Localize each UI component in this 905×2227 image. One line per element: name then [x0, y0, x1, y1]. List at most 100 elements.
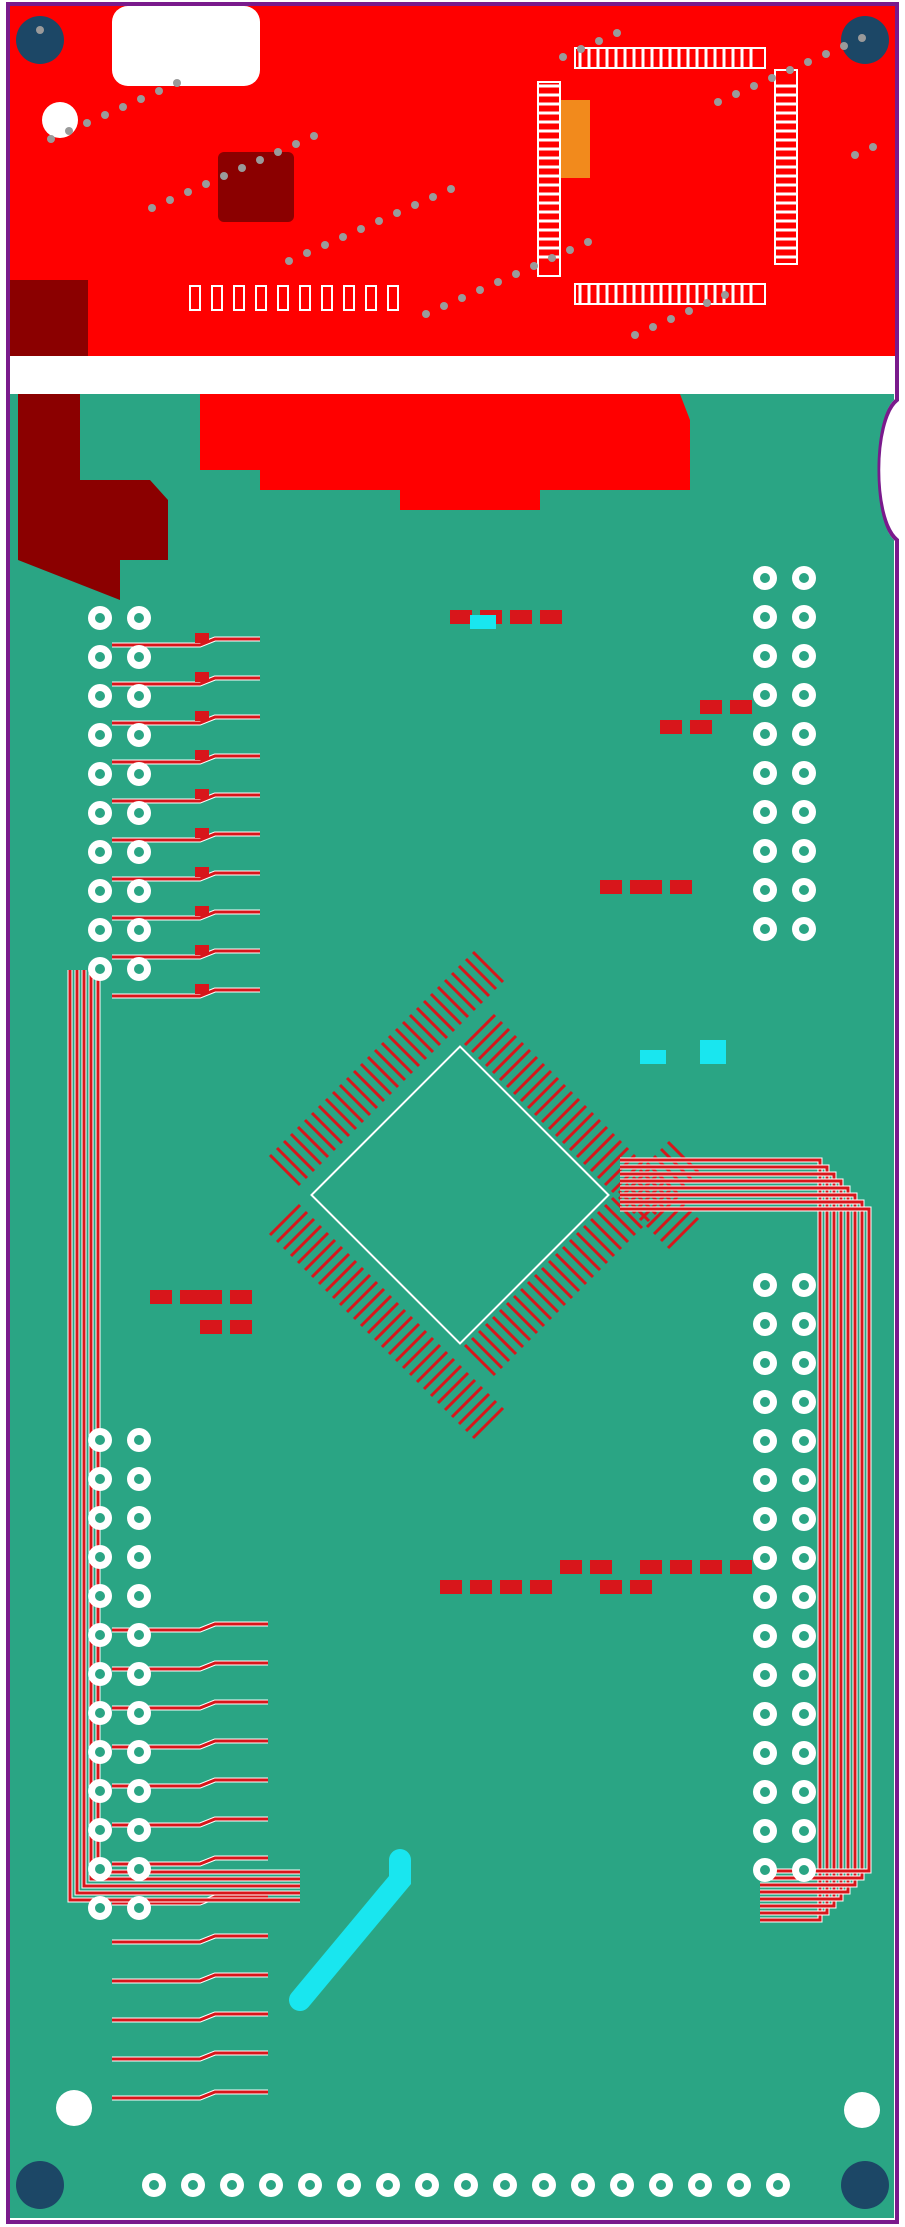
pad-drill — [760, 729, 770, 739]
chip-pin — [303, 1238, 337, 1272]
pad-drill — [95, 886, 105, 896]
pad-drill — [95, 652, 105, 662]
via — [303, 249, 311, 257]
pad-drill — [134, 1513, 144, 1523]
chip-pin — [463, 1013, 497, 1047]
pad-drill — [95, 1513, 105, 1523]
chip-pin — [457, 964, 491, 998]
trace — [620, 1172, 836, 1908]
via — [703, 299, 711, 307]
chip-pin — [422, 1357, 456, 1391]
pad-drill — [760, 651, 770, 661]
trace — [112, 1817, 268, 1827]
pad-drill — [134, 1825, 144, 1835]
pad-drill — [799, 1826, 809, 1836]
chip-pin — [659, 1209, 693, 1243]
pad-drill — [760, 1514, 770, 1524]
chip-pin — [394, 1329, 428, 1363]
chip-pin — [268, 1203, 302, 1237]
pad-drill — [134, 847, 144, 857]
chip-pin — [408, 1343, 442, 1377]
chip-pin — [296, 1125, 330, 1159]
chip-pin — [484, 1034, 518, 1068]
via — [393, 209, 401, 217]
via — [494, 278, 502, 286]
trace — [68, 970, 300, 1902]
smd-pad — [440, 1580, 462, 1594]
pad-drill — [95, 1591, 105, 1601]
chip-pin — [373, 1308, 407, 1342]
pad-drill — [227, 2180, 237, 2190]
smd-pad — [470, 1580, 492, 1594]
via — [137, 95, 145, 103]
chip-pin — [477, 1027, 511, 1061]
pad-drill — [134, 1747, 144, 1757]
pad-drill — [760, 690, 770, 700]
smd-pad — [195, 906, 209, 916]
pad-drill — [134, 1786, 144, 1796]
pad-drill — [799, 1436, 809, 1446]
via — [458, 294, 466, 302]
via — [447, 185, 455, 193]
via — [357, 225, 365, 233]
chip-pin — [401, 1336, 435, 1370]
via — [155, 87, 163, 95]
pad-drill — [95, 1435, 105, 1445]
smd-pad — [195, 828, 209, 838]
top-traces — [189, 48, 797, 311]
via — [440, 302, 448, 310]
pad-drill — [134, 1591, 144, 1601]
cyan-pad — [470, 615, 496, 629]
chip-pin — [289, 1224, 323, 1258]
chip-pin — [387, 1034, 421, 1068]
chip-pin — [310, 1245, 344, 1279]
smd-pad — [150, 1290, 172, 1304]
cyan-pad — [700, 1040, 726, 1054]
pad-drill — [188, 2180, 198, 2190]
pad-drill — [95, 1864, 105, 1874]
chip-pin — [547, 1259, 581, 1293]
pad-drill — [656, 2180, 666, 2190]
usb-connector-cutout — [112, 6, 260, 86]
chip-pin — [498, 1308, 532, 1342]
pad-drill — [760, 1865, 770, 1875]
chip-pin — [380, 1315, 414, 1349]
chip-pin — [477, 1329, 511, 1363]
chip-pin — [470, 1020, 504, 1054]
via — [869, 143, 877, 151]
pad-drill — [95, 1669, 105, 1679]
pad-drill — [95, 925, 105, 935]
via — [714, 98, 722, 106]
chip-pin — [296, 1231, 330, 1265]
pad-drill — [799, 885, 809, 895]
chip-pin — [610, 1196, 644, 1230]
pad-drill — [95, 1786, 105, 1796]
pad-drill — [760, 924, 770, 934]
smd-pad-outline — [387, 285, 399, 311]
chip-pin — [561, 1245, 595, 1279]
chip-pin — [345, 1280, 379, 1314]
trace — [112, 1622, 268, 1632]
chip-pin — [268, 1153, 302, 1187]
pad-drill — [149, 2180, 159, 2190]
chip-pin — [450, 971, 484, 1005]
pad-drill — [760, 768, 770, 778]
chip-pin — [554, 1104, 588, 1138]
smd-pad — [690, 720, 712, 734]
trace — [112, 1934, 268, 1944]
chip-pin — [603, 1203, 637, 1237]
via — [822, 50, 830, 58]
trace — [82, 970, 300, 1888]
mcu-qfp-footprint — [310, 1045, 610, 1345]
chip-pin — [394, 1027, 428, 1061]
trace — [112, 2012, 268, 2022]
pad-drill — [799, 768, 809, 778]
via — [512, 270, 520, 278]
smd-pad-outline — [277, 285, 289, 311]
via — [411, 201, 419, 209]
trace — [75, 970, 300, 1895]
pad-drill — [95, 1552, 105, 1562]
pad-drill — [799, 690, 809, 700]
via — [577, 45, 585, 53]
chip-pin — [596, 1210, 630, 1244]
